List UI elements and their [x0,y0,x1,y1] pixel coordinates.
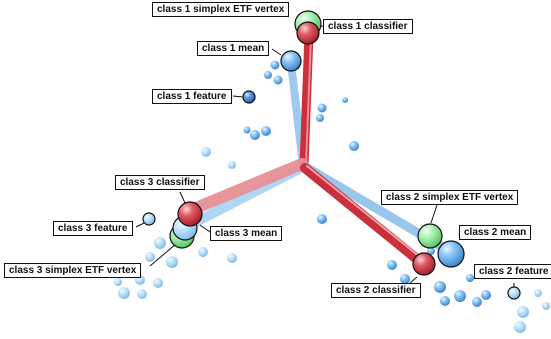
feature-point [317,214,327,224]
class-2-feature-sphere [507,286,521,300]
feature-point [228,161,236,169]
feature-point [317,103,327,113]
feature-point [114,278,122,286]
feature-point [261,126,271,136]
leader-c2-classifier [409,276,418,284]
feature-point [227,253,237,263]
leader-c3-classifier [179,191,186,204]
class-3-feature-sphere [142,212,156,226]
class-1-etf-vertex-label: class 1 simplex ETF vertex [152,2,290,17]
feature-point [166,256,178,268]
class-1-spheres [242,10,322,104]
class-3-feature-label: class 3 feature [53,221,133,236]
feature-point [542,302,550,310]
feature-point [198,247,208,257]
feature-point [316,114,324,122]
class-2-classifier-rod-highlight [306,165,426,262]
feature-point [153,278,163,288]
feature-point [481,290,491,300]
class-2-mean-sphere [437,240,465,268]
class-2-etf-vertex [417,223,443,249]
class-2-etf-vertex-label: class 2 simplex ETF vertex [381,190,519,205]
class-3-etf-vertex-label: class 3 simplex ETF vertex [4,263,142,278]
feature-point [472,297,482,307]
class-3-mean-label: class 3 mean [210,226,283,241]
feature-point [145,252,155,262]
leader-c3-feature [135,222,145,228]
class-3-classifier-sphere [177,201,203,227]
feature-point [349,141,359,151]
class-2-rods [300,162,452,269]
feature-point [387,260,397,270]
class-1-classifier-label: class 1 classifier [323,19,413,34]
class-1-classifier-rod [299,29,314,170]
feature-point [154,237,166,249]
class-1-feature-sphere [242,90,256,104]
leader-c3-mean [199,224,211,233]
feature-point [273,75,283,85]
class-3-spheres [142,201,203,249]
leader-c3-etf [149,243,177,267]
leader-c2-etf [430,204,438,224]
class-1-mean-sphere [280,50,302,72]
feature-point [270,60,280,70]
feature-point [137,289,147,299]
class-2-feature-label: class 2 feature [474,264,551,279]
class-1-classifier-sphere [296,21,320,45]
feature-point [250,130,260,140]
class-1-feature-label: class 1 feature [152,89,232,104]
class-2-spheres [412,223,521,300]
feature-point [201,147,211,157]
class-2-classifier-sphere [412,252,436,276]
class-2-classifier-rod [300,163,428,269]
feature-point [243,126,251,134]
class-3-rods [179,158,308,233]
class-1-mean-label: class 1 mean [197,41,270,56]
feature-point [534,289,542,297]
feature-point [400,274,410,284]
class-2-mean-label: class 2 mean [459,225,532,240]
feature-point [466,274,474,282]
class-3-classifier-label: class 3 classifier [115,175,205,190]
leader-c1-feature [232,95,244,98]
feature-point [454,290,466,302]
feature-point [514,321,526,333]
feature-point [440,296,450,306]
feature-point [517,306,529,318]
feature-point [264,71,272,79]
leader-c1-mean [271,48,282,56]
class-1-rods [287,29,314,170]
class-3-classifier-rod [185,158,308,216]
feature-point [434,281,446,293]
class-1-classifier-rod-highlight [305,35,312,166]
feature-point [342,97,348,103]
feature-point [427,247,435,255]
feature-point [118,287,130,299]
class-2-classifier-label: class 2 classifier [331,283,421,298]
